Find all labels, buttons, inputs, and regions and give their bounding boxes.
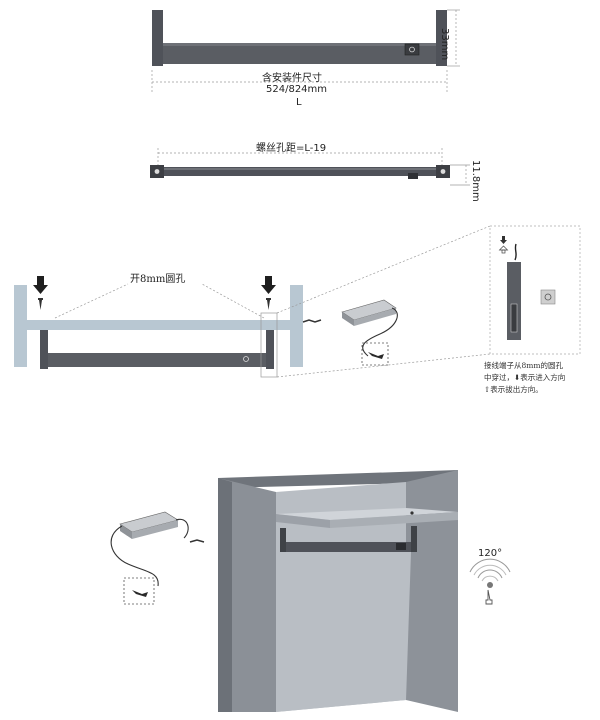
left-panel — [14, 285, 27, 367]
left-end-cap — [152, 10, 163, 66]
install-rail-sensor — [243, 356, 249, 362]
length-symbol: L — [296, 97, 302, 108]
height-118mm-label: 11.8mm — [470, 160, 481, 202]
shelf — [27, 320, 290, 330]
screw-spacing-label: 螺丝孔距=L-19 — [256, 143, 327, 154]
cabinet-rail-sensor — [396, 543, 406, 550]
detail-wire — [514, 243, 517, 261]
cabinet-rail-right — [411, 526, 417, 552]
cabinet-rail-left — [280, 528, 286, 552]
hole-label: 开8mm圆孔 — [130, 274, 186, 285]
driver-unit — [341, 299, 398, 366]
thin-sensor — [408, 173, 418, 179]
right-end-cap — [436, 10, 447, 66]
install-rail-left-post — [40, 330, 48, 369]
sensor-box — [404, 43, 420, 56]
top-rail-view — [151, 9, 460, 94]
rail-bar-top-edge — [163, 43, 436, 46]
cabinet-left-wall-front — [218, 478, 232, 712]
driver-plug-box — [361, 342, 389, 366]
cabinet-shelf-front — [276, 514, 330, 528]
rail-bar — [163, 43, 436, 64]
cabinet-rail-bar — [286, 542, 411, 552]
detail-note-line2: 中穿过，⬇表示进入方向 — [484, 373, 566, 382]
cabinet-driver-plug — [132, 590, 148, 597]
cabinet-right-wall — [406, 470, 458, 712]
cabinet-driver-plug-box — [123, 577, 155, 605]
height-33mm-label: 33mm — [439, 28, 450, 61]
sensor-angle-label: 120° — [478, 548, 503, 559]
detail-note-line3: ⇧表示拔出方向。 — [484, 385, 543, 394]
install-rail-right-post — [266, 330, 274, 369]
cabinet-shelf-top — [276, 508, 458, 520]
side-rail-view — [150, 148, 470, 186]
thin-rail-highlight — [150, 168, 450, 170]
cabinet-driver-cable-a — [110, 525, 159, 587]
install-rail-bar — [48, 353, 266, 367]
sensor-dot — [409, 46, 415, 53]
detail-box — [489, 225, 581, 355]
detail-note-line1: 接线端子从8mm的圆孔 — [484, 361, 563, 370]
detail-arrow-up-icon — [498, 245, 509, 254]
cabinet-view — [110, 470, 511, 712]
cabinet-driver-cable-b — [175, 518, 189, 539]
right-panel — [290, 285, 303, 367]
callout-line-bottom — [276, 353, 491, 378]
cabinet-lower-back — [276, 552, 411, 712]
cabinet-shelf-hole — [410, 511, 414, 515]
detail-sensor-lens — [544, 293, 552, 301]
cabinet-left-wall — [218, 478, 276, 712]
right-screw-hole — [440, 169, 446, 174]
detail-rail-section — [507, 262, 521, 340]
screw-arrow-left — [33, 276, 48, 310]
size-value-label: 524/824mm — [266, 84, 328, 95]
cabinet-plug-cable — [189, 539, 205, 543]
sensor-fan-icon — [469, 558, 511, 588]
hole-pointer-left — [54, 283, 129, 319]
hand-gesture-icon — [485, 589, 493, 605]
install-view — [14, 225, 581, 378]
hole-pointer-right — [201, 283, 265, 319]
detail-sensor-icon — [540, 289, 556, 305]
driver-plug — [368, 352, 384, 359]
plug-cable — [302, 319, 322, 323]
detail-note: 接线端子从8mm的圆孔 中穿过，⬇表示进入方向 ⇧表示拔出方向。 — [484, 360, 584, 396]
cabinet-shelf-face — [330, 512, 458, 528]
left-screw-hole — [154, 169, 160, 174]
detail-rail-slot — [510, 303, 518, 333]
detail-highlight — [260, 312, 278, 378]
cabinet-driver-unit — [110, 511, 189, 605]
driver-cable — [362, 307, 398, 357]
screw-arrow-right — [261, 276, 276, 310]
install-size-label: 含安装件尺寸 — [262, 73, 322, 84]
detail-arrow-down-icon — [500, 236, 507, 244]
